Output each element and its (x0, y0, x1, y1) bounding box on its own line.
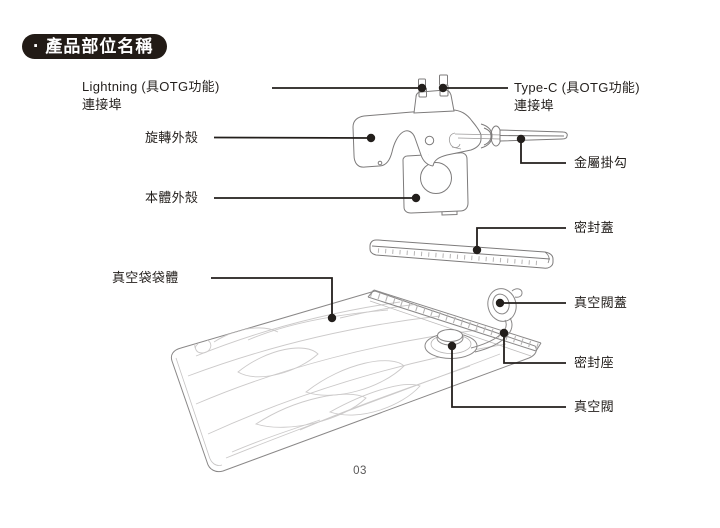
leader-rotating-shell (213, 133, 376, 143)
leader-dot (447, 341, 457, 351)
label-sealing-seat: 密封座 (574, 355, 614, 370)
page-title-pill: · 產品部位名稱 (22, 34, 168, 59)
label-lightning-port: Lightning (具OTG功能) 連接埠 (82, 79, 220, 112)
metal-hook-part (480, 123, 568, 149)
body-shell-part (402, 152, 469, 216)
main-barrel-part (411, 109, 505, 167)
label-body-shell: 本體外殼 (145, 190, 199, 205)
leader-dot (327, 313, 337, 323)
leader-body-shell (214, 193, 421, 203)
leader-dot (366, 133, 376, 143)
leader-metal-hook (516, 134, 566, 164)
port-housing-part (413, 74, 455, 114)
leader-sealing-seat (499, 328, 566, 364)
leader-vacuum-valve-cover (495, 298, 566, 308)
page-number: 03 (353, 465, 367, 477)
leader-dot (516, 134, 526, 144)
label-type-c-port: Type-C (具OTG功能) 連接埠 (514, 80, 640, 113)
label-metal-hook: 金屬掛勾 (574, 155, 628, 170)
leader-dot (499, 328, 509, 338)
leader-lightning-port (272, 83, 427, 93)
label-rotating-shell: 旋轉外殼 (145, 130, 199, 145)
label-vacuum-bag-body: 真空袋袋體 (112, 270, 179, 285)
leader-dot (411, 193, 421, 203)
leader-dot (472, 245, 482, 255)
leader-vacuum-valve (447, 341, 566, 408)
title-bullet: · (33, 36, 41, 57)
leader-dot (495, 298, 505, 308)
label-sealing-cover: 密封蓋 (574, 220, 614, 235)
leader-vacuum-bag-body (211, 277, 337, 323)
leader-dot (438, 83, 448, 93)
page-title: 產品部位名稱 (45, 37, 154, 56)
label-vacuum-valve: 真空閥 (574, 399, 614, 414)
brand-logo-mark (448, 132, 462, 150)
vacuum-bag-illustration (170, 290, 537, 473)
leader-dot (417, 83, 427, 93)
leader-sealing-cover (472, 227, 566, 255)
leader-type-c-port (438, 83, 508, 93)
rotating-shell-part (352, 111, 434, 168)
label-vacuum-valve-cover: 真空閥蓋 (574, 295, 628, 310)
sealing-cover-illustration (369, 239, 554, 269)
device-illustration (352, 74, 568, 216)
